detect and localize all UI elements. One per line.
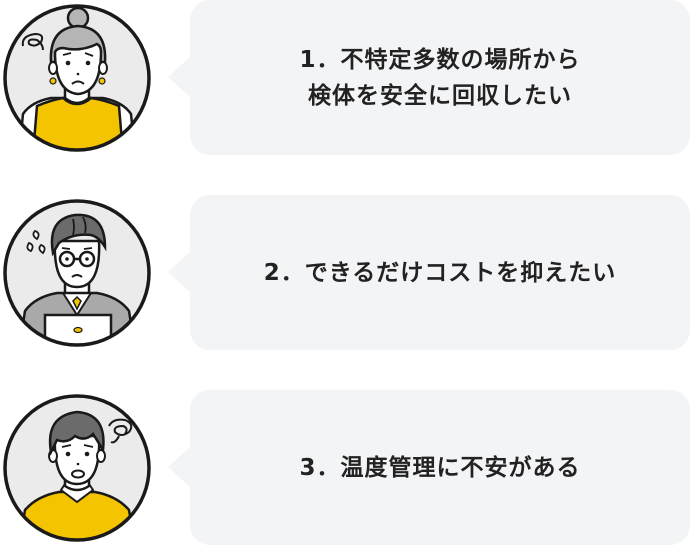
speech-bubble: 1．不特定多数の場所から 検体を安全に回収したい: [190, 0, 690, 155]
concern-item-1: 1．不特定多数の場所から 検体を安全に回収したい: [0, 0, 690, 155]
sweating-businessman-with-laptop-icon: [1, 197, 153, 349]
concern-text: 3．温度管理に不安がある: [299, 450, 580, 486]
speech-bubble: 2．できるだけコストを抑えたい: [190, 195, 690, 350]
confused-man-icon: [1, 392, 153, 544]
worried-woman-icon: [1, 2, 153, 154]
concern-text: 1．不特定多数の場所から 検体を安全に回収したい: [299, 42, 580, 114]
speech-bubble-tail: [168, 56, 191, 98]
concern-item-3: 3．温度管理に不安がある: [0, 390, 690, 545]
concern-line: 1．不特定多数の場所から: [299, 46, 581, 73]
concern-line: 3．温度管理に不安がある: [299, 454, 581, 481]
speech-bubble-tail: [168, 446, 191, 488]
concern-text: 2．できるだけコストを抑えたい: [264, 255, 617, 291]
speech-bubble: 3．温度管理に不安がある: [190, 390, 690, 545]
speech-bubble-tail: [168, 251, 191, 293]
concern-line: 2．できるだけコストを抑えたい: [263, 259, 617, 286]
concern-line: 検体を安全に回収したい: [307, 82, 572, 109]
concern-item-2: 2．できるだけコストを抑えたい: [0, 195, 690, 350]
